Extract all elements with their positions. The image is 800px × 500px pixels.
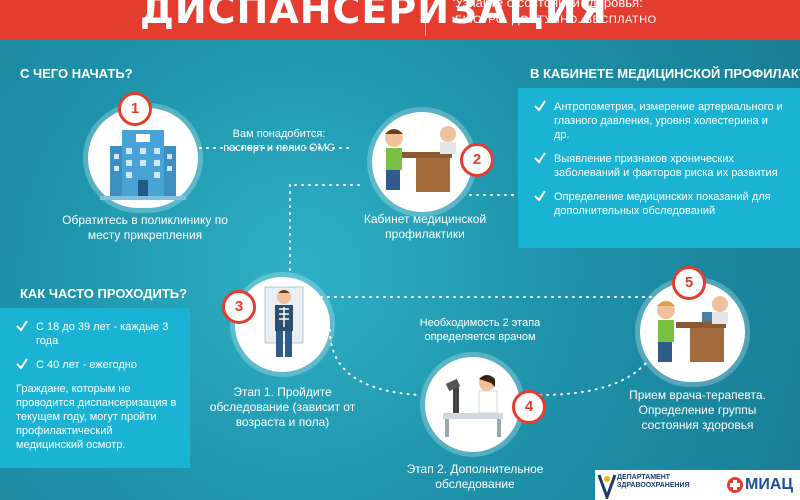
- miac-logo-text: МИАЦ: [745, 476, 794, 493]
- step-3-caption: Этап 1. Пройдите обследование (зависит о…: [209, 385, 356, 429]
- start-section-title: С ЧЕГО НАЧАТЬ?: [20, 66, 133, 81]
- step-5-circle: [640, 282, 745, 382]
- frequency-note: Граждане, которым не проводится диспансе…: [16, 383, 177, 451]
- prophylaxis-item: Антропометрия, измерение артериального и…: [534, 100, 786, 142]
- frequency-panel: С 18 до 39 лет - каждые 3 года С 40 лет …: [0, 308, 190, 468]
- documents-needed-text: Вам понадобится: паспорт и полис ОМС: [223, 128, 335, 154]
- step-2-circle: [372, 112, 472, 212]
- step-3-circle: [235, 277, 330, 372]
- header-divider: [425, 0, 426, 36]
- page-title: ДИСПАНСЕРИЗАЦИЯ: [140, 0, 608, 32]
- frequency-item: С 18 до 39 лет - каждые 3 года: [16, 320, 180, 348]
- step-1-caption: Обратитесь в поликлинику по месту прикре…: [62, 213, 228, 242]
- department-logo-icon: [597, 474, 617, 499]
- frequency-item: С 40 лет - ежегодно: [16, 358, 180, 372]
- frequency-section-title: КАК ЧАСТО ПРОХОДИТЬ?: [20, 286, 188, 301]
- checkmark-icon: [534, 190, 546, 202]
- checkmark-icon: [16, 358, 28, 370]
- header-banner: ДИСПАНСЕРИЗАЦИЯ Узнайте о состоянии здор…: [0, 0, 800, 40]
- logos-bar: ДЕПАРТАМЕНТ ЗДРАВООХРАНЕНИЯ МИАЦ: [595, 470, 800, 500]
- checkmark-icon: [534, 100, 546, 112]
- step-2-caption: Кабинет медицинской профилактики: [363, 212, 487, 241]
- prophylaxis-panel: Антропометрия, измерение артериального и…: [518, 88, 800, 248]
- medical-cross-icon: [727, 477, 743, 493]
- step-3-badge: 3: [222, 290, 256, 324]
- therapist-consultation-icon: [657, 296, 728, 362]
- step-4-badge: 4: [512, 390, 546, 424]
- prophylaxis-item: Выявление признаков хронических заболева…: [534, 152, 786, 180]
- doctor-consultation-icon: [385, 126, 456, 192]
- step-4-caption: Этап 2. Дополнительное обследование: [406, 462, 544, 491]
- header-slogan: БЫСТРО. ДОСТУПНО. БЕСПЛАТНО: [455, 14, 657, 26]
- step-4-circle: [425, 357, 520, 452]
- checkmark-icon: [534, 152, 546, 164]
- step-1-badge: 1: [118, 92, 152, 126]
- stage2-note-text: Необходимость 2 этапа определяется врачо…: [419, 317, 541, 343]
- microscope-icon: [443, 375, 503, 437]
- step-1-circle: [88, 108, 198, 208]
- hospital-icon: [100, 130, 186, 200]
- prophylaxis-section-title: В КАБИНЕТЕ МЕДИЦИНСКОЙ ПРОФИЛАКТИКИ:: [530, 66, 800, 81]
- prophylaxis-item: Определение медицинских показаний для до…: [534, 190, 786, 218]
- step-5-badge: 5: [672, 266, 706, 300]
- step-2-badge: 2: [460, 143, 494, 177]
- step-5-caption: Прием врача-терапевта. Определение групп…: [629, 388, 766, 432]
- department-logo-text: ДЕПАРТАМЕНТ ЗДРАВООХРАНЕНИЯ: [617, 474, 690, 489]
- checkmark-icon: [16, 320, 28, 332]
- header-subtitle: Узнайте о состоянии здоровья:: [455, 0, 643, 10]
- xray-icon: [264, 286, 304, 357]
